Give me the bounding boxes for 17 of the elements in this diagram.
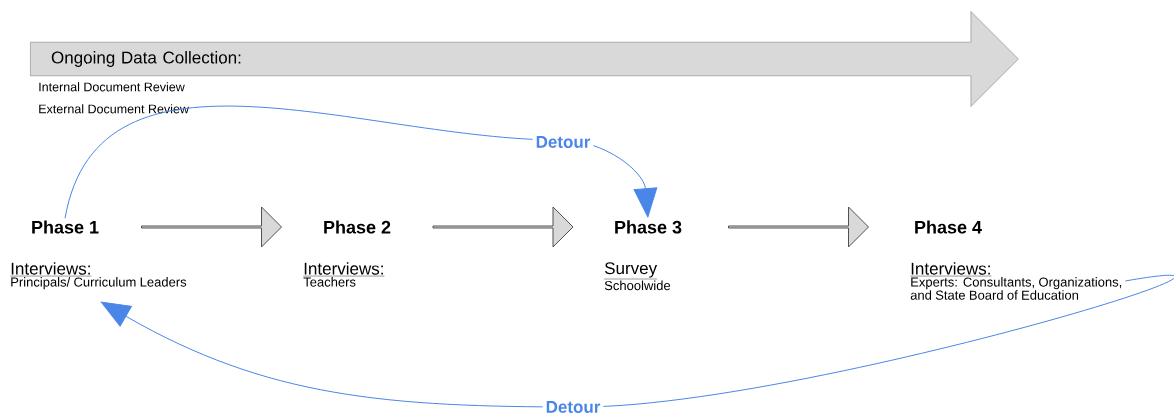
note-text: External Document Review bbox=[39, 104, 189, 114]
detour-arrow bbox=[64, 106, 658, 219]
phase-description: Interviews: Experts: Consultants, Organizations, and State Board of Education bbox=[910, 262, 1122, 300]
phase-label: Phase 3 bbox=[615, 220, 682, 234]
phase-description: Interviews: Principals/ Curriculum Leaders bbox=[10, 262, 187, 290]
phase-label: Phase 2 bbox=[324, 220, 391, 234]
detour-arrow bbox=[100, 275, 1174, 408]
phase-description: Survey Schoolwide bbox=[604, 262, 671, 291]
block-arrow bbox=[141, 206, 282, 248]
edge-label: Detour bbox=[542, 398, 604, 416]
block-arrow bbox=[432, 206, 574, 248]
phase-label: Phase 4 bbox=[915, 220, 982, 234]
phase-label: Phase 1 bbox=[32, 220, 99, 234]
note-text: Internal Document Review bbox=[39, 82, 185, 92]
block-arrow bbox=[728, 206, 869, 248]
phase-description: Interviews: Teachers bbox=[303, 262, 385, 287]
edge-label: Detour bbox=[532, 133, 594, 151]
